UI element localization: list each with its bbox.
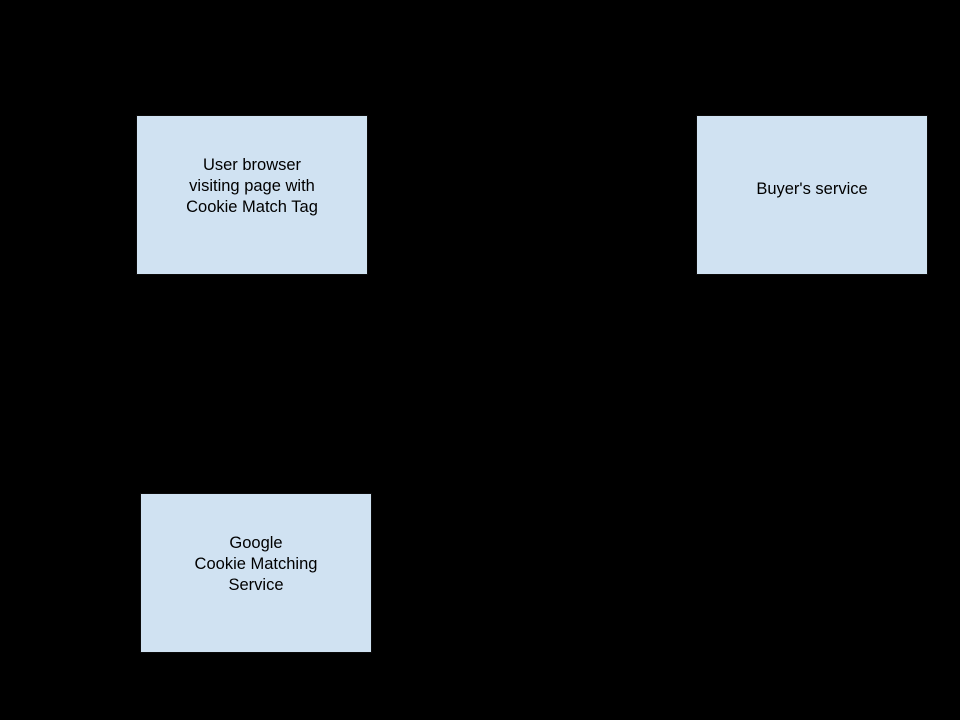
node-google-cookie-matching[interactable]: Google Cookie Matching Service [140,493,372,653]
node-buyers-service-label: Buyer's service [756,179,868,198]
node-user-browser[interactable]: User browser visiting page with Cookie M… [136,115,368,275]
node-buyers-service[interactable]: Buyer's service [696,115,928,275]
node-user-browser-label: User browser visiting page with Cookie M… [186,155,318,216]
node-google-cookie-matching-label: Google Cookie Matching Service [194,533,318,594]
connector-google-to-buyers-service [372,275,813,574]
